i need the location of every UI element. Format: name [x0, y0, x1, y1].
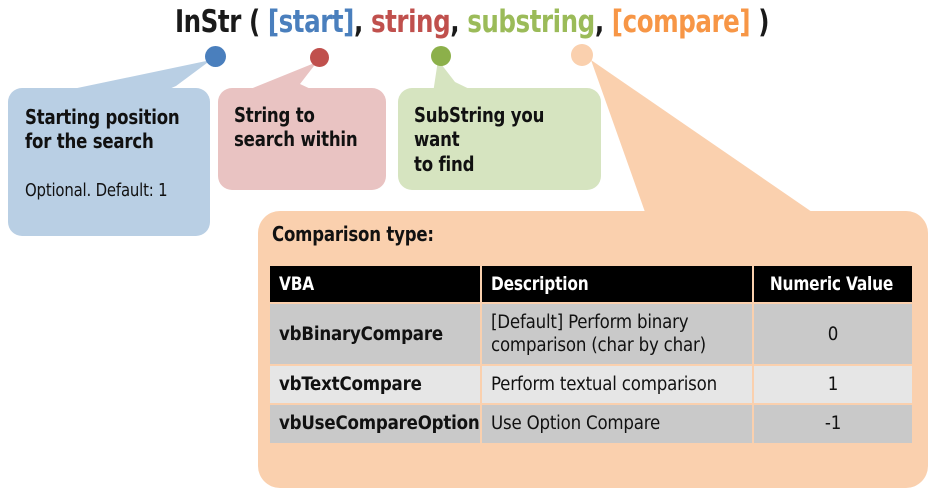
callout-string: String to search within [218, 88, 386, 190]
column-header-numeric-value: Numeric Value [754, 266, 912, 302]
signature-arg-substring: substring [467, 4, 595, 40]
callout-substring-line2: to find [414, 151, 475, 176]
table-row: vbTextCompare Perform textual comparison… [270, 366, 912, 404]
comparison-type-table: VBA Description Numeric Value vbBinaryCo… [268, 264, 914, 445]
callout-substring-line1: SubString you want [414, 103, 545, 152]
spacer [25, 154, 210, 180]
cell-description-0: [Default] Perform binary comparison (cha… [482, 304, 752, 365]
cell-value-1: 1 [754, 366, 912, 404]
column-header-vba: VBA [270, 266, 480, 302]
column-header-vba-label: VBA [279, 273, 315, 295]
string-marker-dot [310, 48, 329, 67]
signature-arg-string: string [370, 4, 451, 40]
function-signature: InStr ( [start], string, substring, [com… [57, 4, 888, 40]
table-header-row: VBA Description Numeric Value [270, 266, 912, 302]
cell-vba-1: vbTextCompare [270, 366, 480, 404]
signature-prefix: InStr ( [174, 4, 268, 40]
callout-substring: SubString you want to find [398, 88, 601, 190]
compare-connector-tail [591, 60, 812, 212]
callout-string-line1: String to [234, 103, 315, 127]
callout-start-line2: for the search [25, 129, 154, 154]
cell-description-2: Use Option Compare [482, 405, 752, 443]
cell-vba-0: vbBinaryCompare [270, 304, 480, 365]
compare-panel-heading: Comparison type: [272, 222, 434, 246]
signature-comma-2: , [450, 4, 468, 40]
column-header-description-label: Description [491, 273, 589, 295]
signature-comma-3: , [594, 4, 612, 40]
callout-start-note: Optional. Default: 1 [25, 179, 168, 201]
table-row: vbBinaryCompare [Default] Perform binary… [270, 304, 912, 365]
substring-marker-dot [431, 46, 451, 66]
start-marker-dot [205, 46, 226, 67]
signature-arg-compare: [compare] [611, 4, 751, 40]
callout-start-line1: Starting position [25, 105, 180, 129]
table-row: vbUseCompareOption Use Option Compare -1 [270, 405, 912, 443]
signature-comma-1: , [353, 4, 371, 40]
compare-marker-dot [571, 44, 593, 66]
signature-arg-start: [start] [267, 4, 355, 40]
callout-start: Starting position for the search Optiona… [8, 88, 210, 236]
column-header-description: Description [482, 266, 752, 302]
cell-description-1: Perform textual comparison [482, 366, 752, 404]
cell-value-0: 0 [754, 304, 912, 365]
cell-value-2: -1 [754, 405, 912, 443]
cell-vba-2: vbUseCompareOption [270, 405, 480, 443]
callout-string-line2: search within [234, 127, 358, 152]
column-header-numeric-value-label: Numeric Value [769, 273, 894, 295]
signature-suffix: ) [750, 4, 770, 40]
